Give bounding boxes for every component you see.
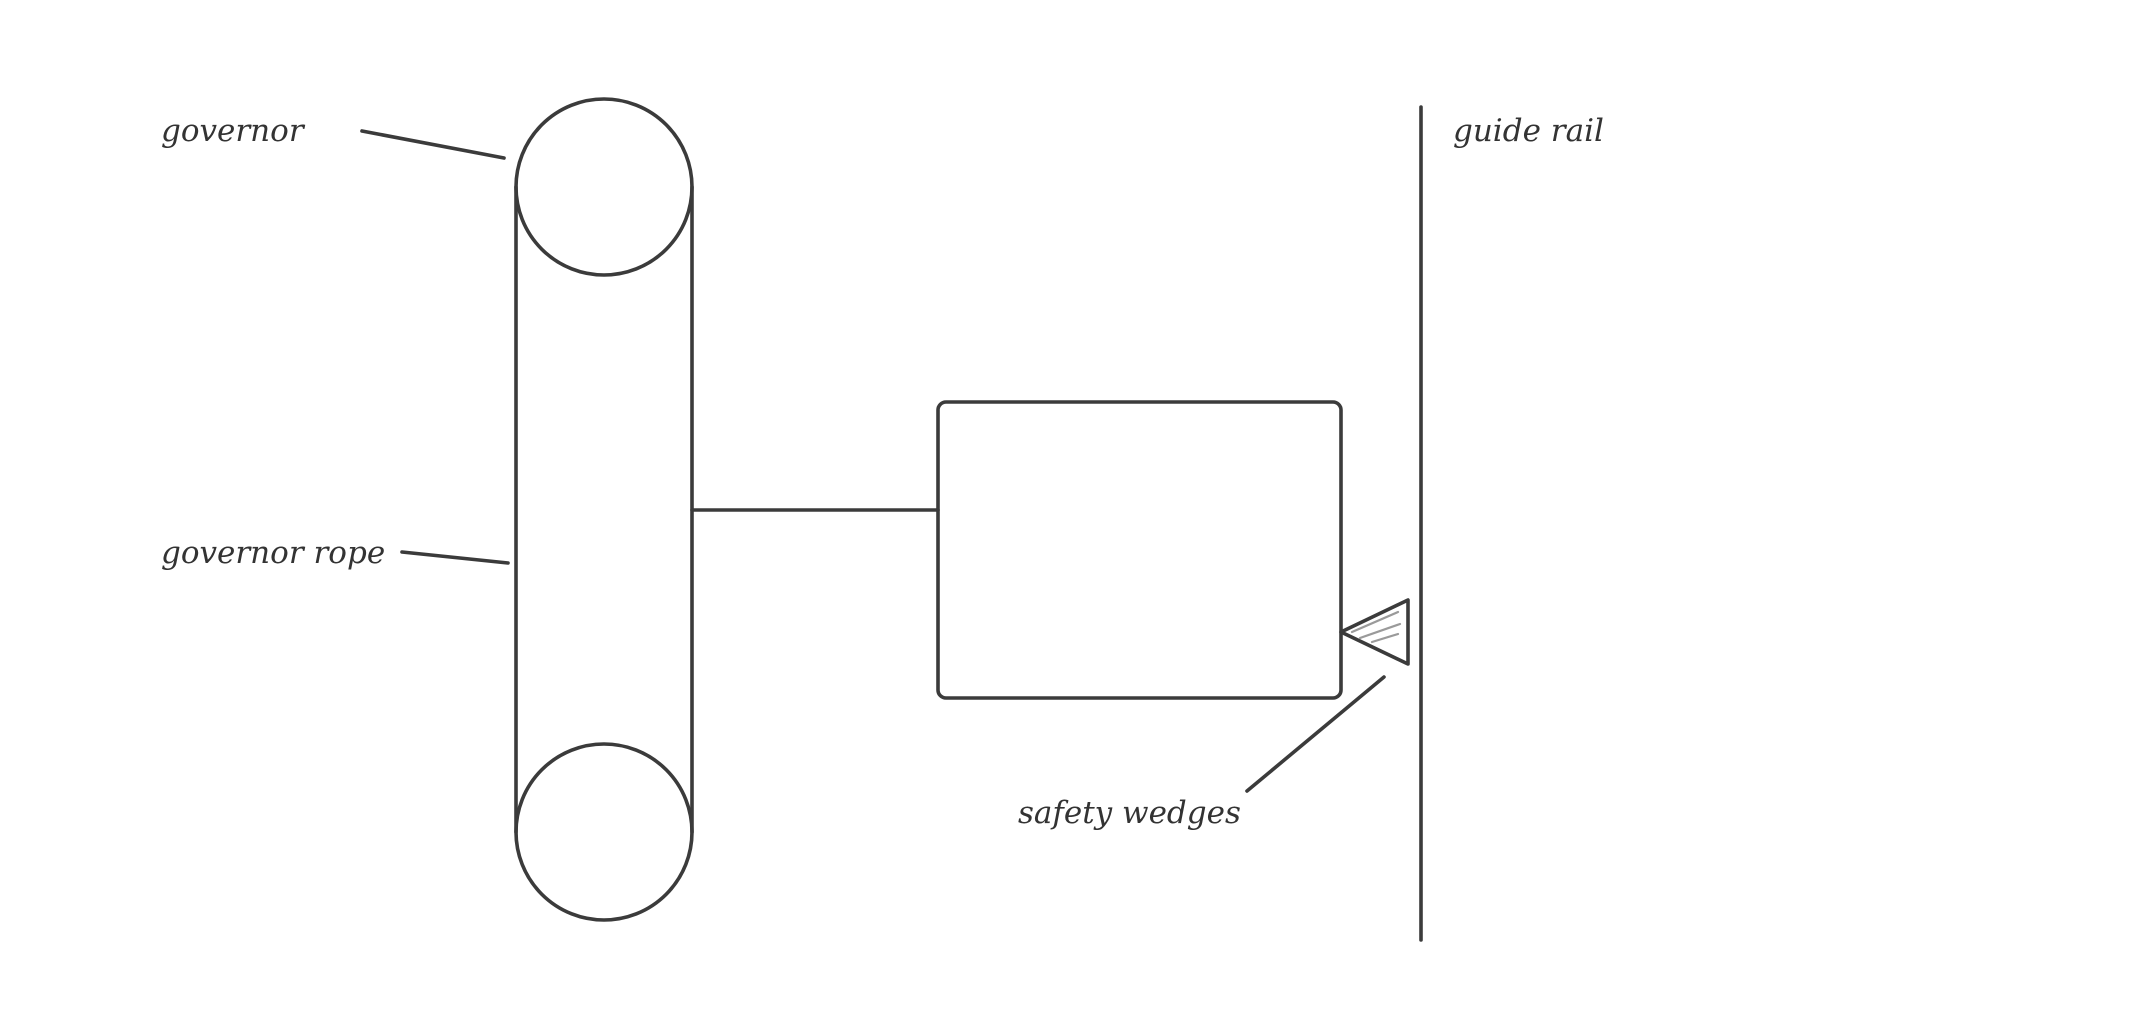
governor-label: governor: [161, 113, 306, 149]
safety-wedges-label: safety wedges: [1018, 795, 1241, 831]
tension-sheave: [514, 742, 694, 922]
safety-wedge-hatch-3: [1370, 632, 1400, 644]
safety-wedges-leader-line: [1245, 675, 1386, 793]
safety-wedge-hatch-1: [1350, 610, 1400, 634]
elevator-car: [936, 400, 1343, 700]
governor-rope-leader-line: [400, 550, 510, 565]
safety-wedge-hatch-2: [1358, 622, 1402, 640]
governor-rope-label: governor rope: [161, 535, 385, 571]
guide-rail-label: guide rail: [1453, 113, 1604, 149]
governor-leader-line: [360, 129, 506, 160]
safety-wedge: [1339, 598, 1410, 666]
governor-sheave: [514, 97, 694, 277]
